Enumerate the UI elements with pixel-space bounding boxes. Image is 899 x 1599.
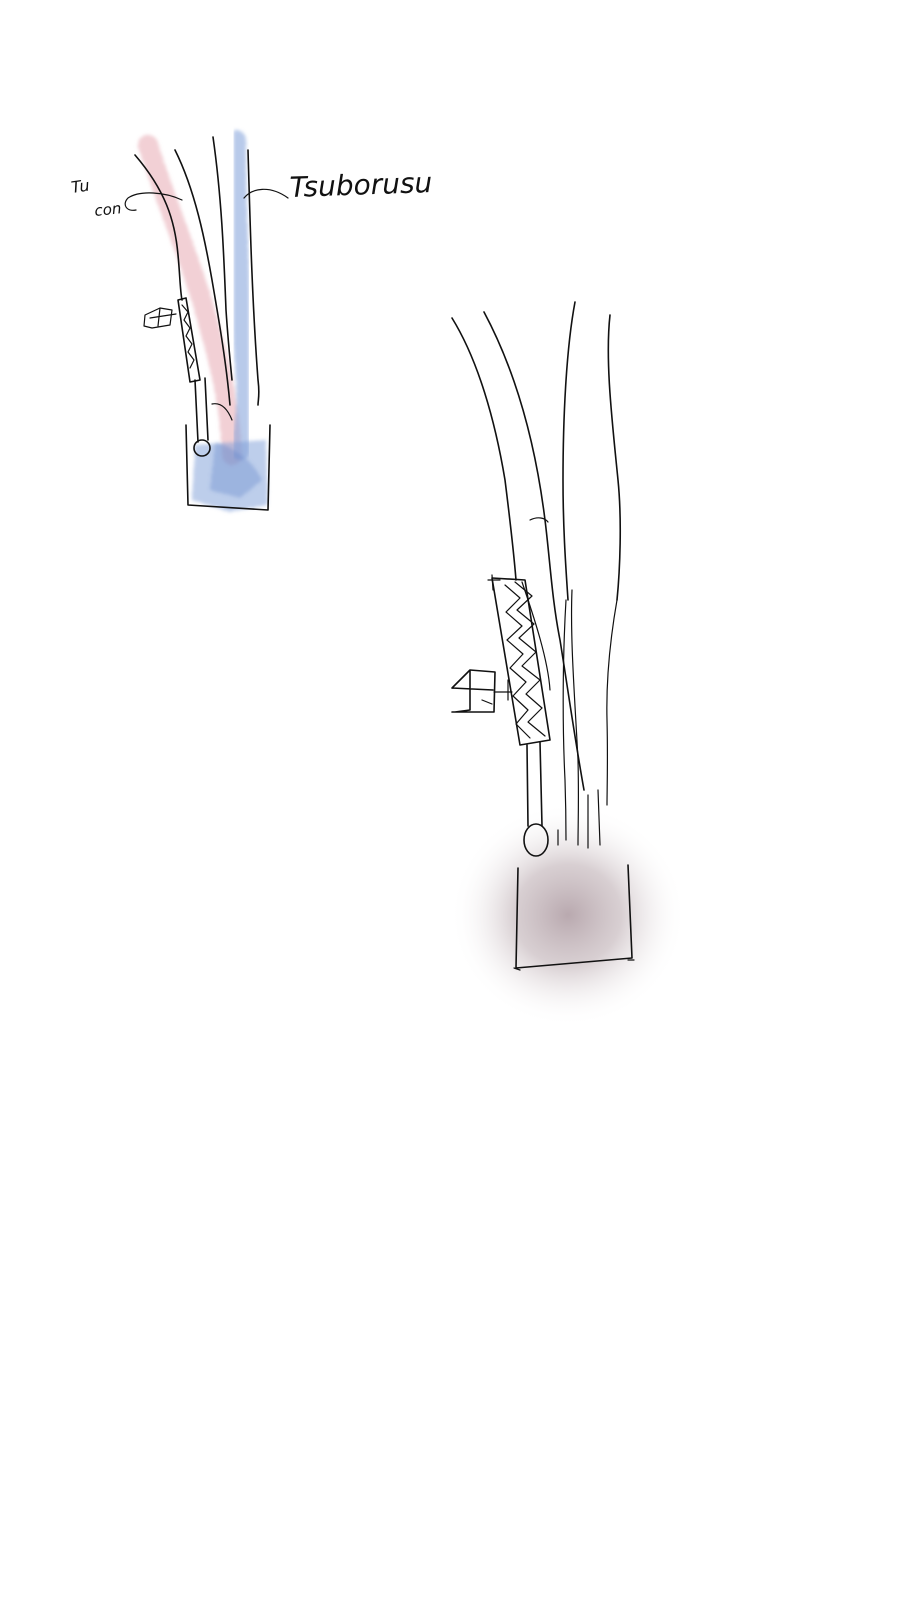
large-mechanism-frame <box>492 578 550 745</box>
small-side-box <box>144 308 176 328</box>
left-label-line1: Tu <box>70 176 91 197</box>
left-label-line2: con <box>94 199 123 220</box>
large-sketch <box>450 302 686 1027</box>
large-left-tube-inner <box>484 312 584 790</box>
large-side-cube <box>452 670 495 712</box>
small-rod <box>195 378 208 442</box>
large-lower-tube-3 <box>607 600 617 805</box>
blue-wash-band <box>236 140 247 450</box>
small-sketch: Tu con Tsuborusu <box>70 137 433 512</box>
right-label: Tsuborusu <box>289 166 433 204</box>
large-mechanism-diag <box>522 582 550 690</box>
large-right-tube-outer <box>608 315 620 600</box>
large-cube-connector <box>482 680 512 704</box>
large-right-tube-inner <box>563 302 575 600</box>
large-left-tube-outer <box>452 318 516 580</box>
container-shadow <box>450 803 686 1027</box>
right-label-leader <box>244 189 288 198</box>
